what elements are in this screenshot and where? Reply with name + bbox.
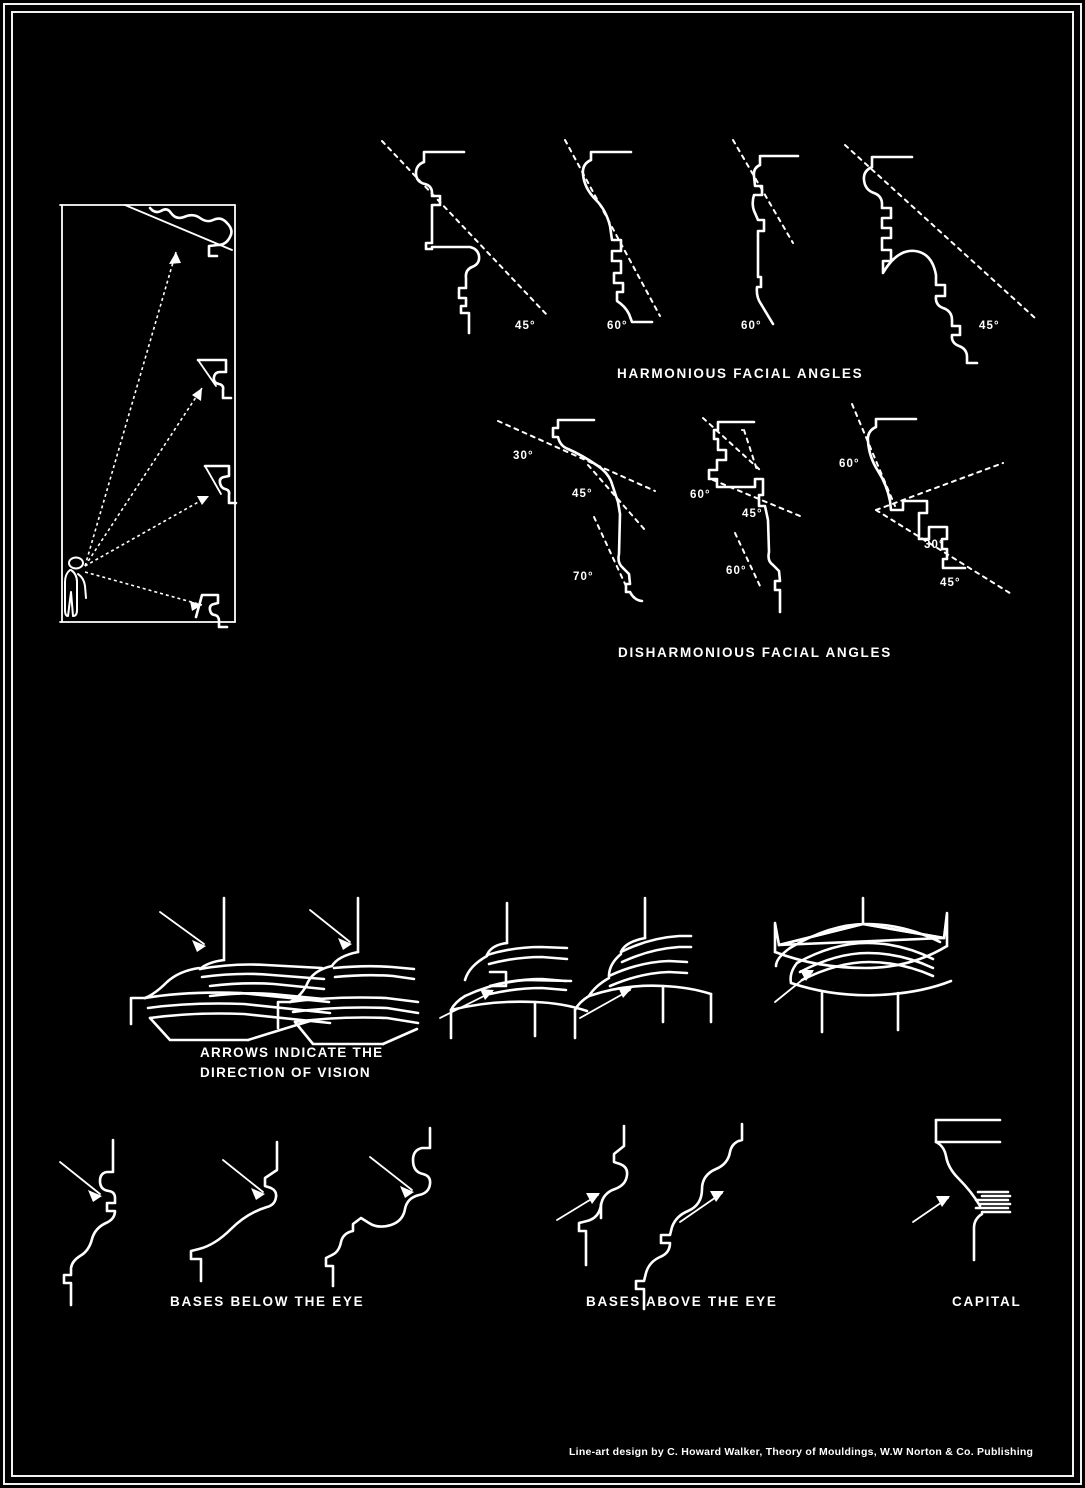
angle-label: 60° xyxy=(690,489,711,501)
base-perspective-below-1 xyxy=(439,901,589,1040)
caption-bases-below: BASES BELOW THE EYE xyxy=(170,1294,365,1309)
disharmonious-profile-2 xyxy=(702,417,801,614)
base-profile-below-3 xyxy=(324,1126,432,1288)
caption-capital: CAPITAL xyxy=(952,1294,1022,1309)
base-perspective-above-2 xyxy=(276,896,420,1046)
sight-lines xyxy=(84,251,210,611)
angle-label: 45° xyxy=(572,488,593,500)
disharmonious-profile-1 xyxy=(497,418,656,603)
caption-disharmonious: DISHARMONIOUS FACIAL ANGLES xyxy=(618,645,892,660)
harmonious-profile-1 xyxy=(381,140,548,335)
harmonious-profile-2 xyxy=(564,139,661,324)
room-section-diagram xyxy=(59,204,238,629)
base-profile-above-1 xyxy=(556,1124,629,1267)
base-perspective-above-1 xyxy=(129,896,332,1042)
credit-line: Line-art design by C. Howard Walker, The… xyxy=(569,1446,1034,1458)
base-profile-below-1 xyxy=(59,1138,117,1307)
angle-label: 45° xyxy=(742,508,763,520)
plate-border-inner xyxy=(11,11,1074,1477)
base-profile-above-2 xyxy=(634,1122,744,1311)
caption-arrows-line2: DIRECTION OF VISION xyxy=(200,1065,371,1080)
caption-arrows-line1: ARROWS INDICATE THE xyxy=(200,1045,384,1060)
angle-label: 60° xyxy=(607,320,628,332)
capital-perspective xyxy=(773,896,953,1034)
angle-label: 45° xyxy=(979,320,1000,332)
caption-bases-above: BASES ABOVE THE EYE xyxy=(586,1294,778,1309)
harmonious-profile-3 xyxy=(732,139,800,471)
base-perspective-below-2 xyxy=(573,896,713,1040)
plate-border-outer xyxy=(3,3,1082,1485)
disharmonious-profile-3 xyxy=(851,403,1014,596)
caption-harmonious: HARMONIOUS FACIAL ANGLES xyxy=(617,366,864,381)
angle-label: 60° xyxy=(726,565,747,577)
base-profile-below-2 xyxy=(189,1140,279,1283)
observer-figure xyxy=(64,556,87,617)
angle-label: 70° xyxy=(573,571,594,583)
harmonious-profile-4 xyxy=(844,144,1036,365)
angle-label: 30° xyxy=(513,450,534,462)
angle-label: 60° xyxy=(839,458,860,470)
angle-label: 45° xyxy=(940,577,961,589)
capital-profile xyxy=(912,1118,1012,1262)
angle-label: 45° xyxy=(515,320,536,332)
angle-label: 60° xyxy=(741,320,762,332)
angle-label: 30° xyxy=(924,539,945,551)
